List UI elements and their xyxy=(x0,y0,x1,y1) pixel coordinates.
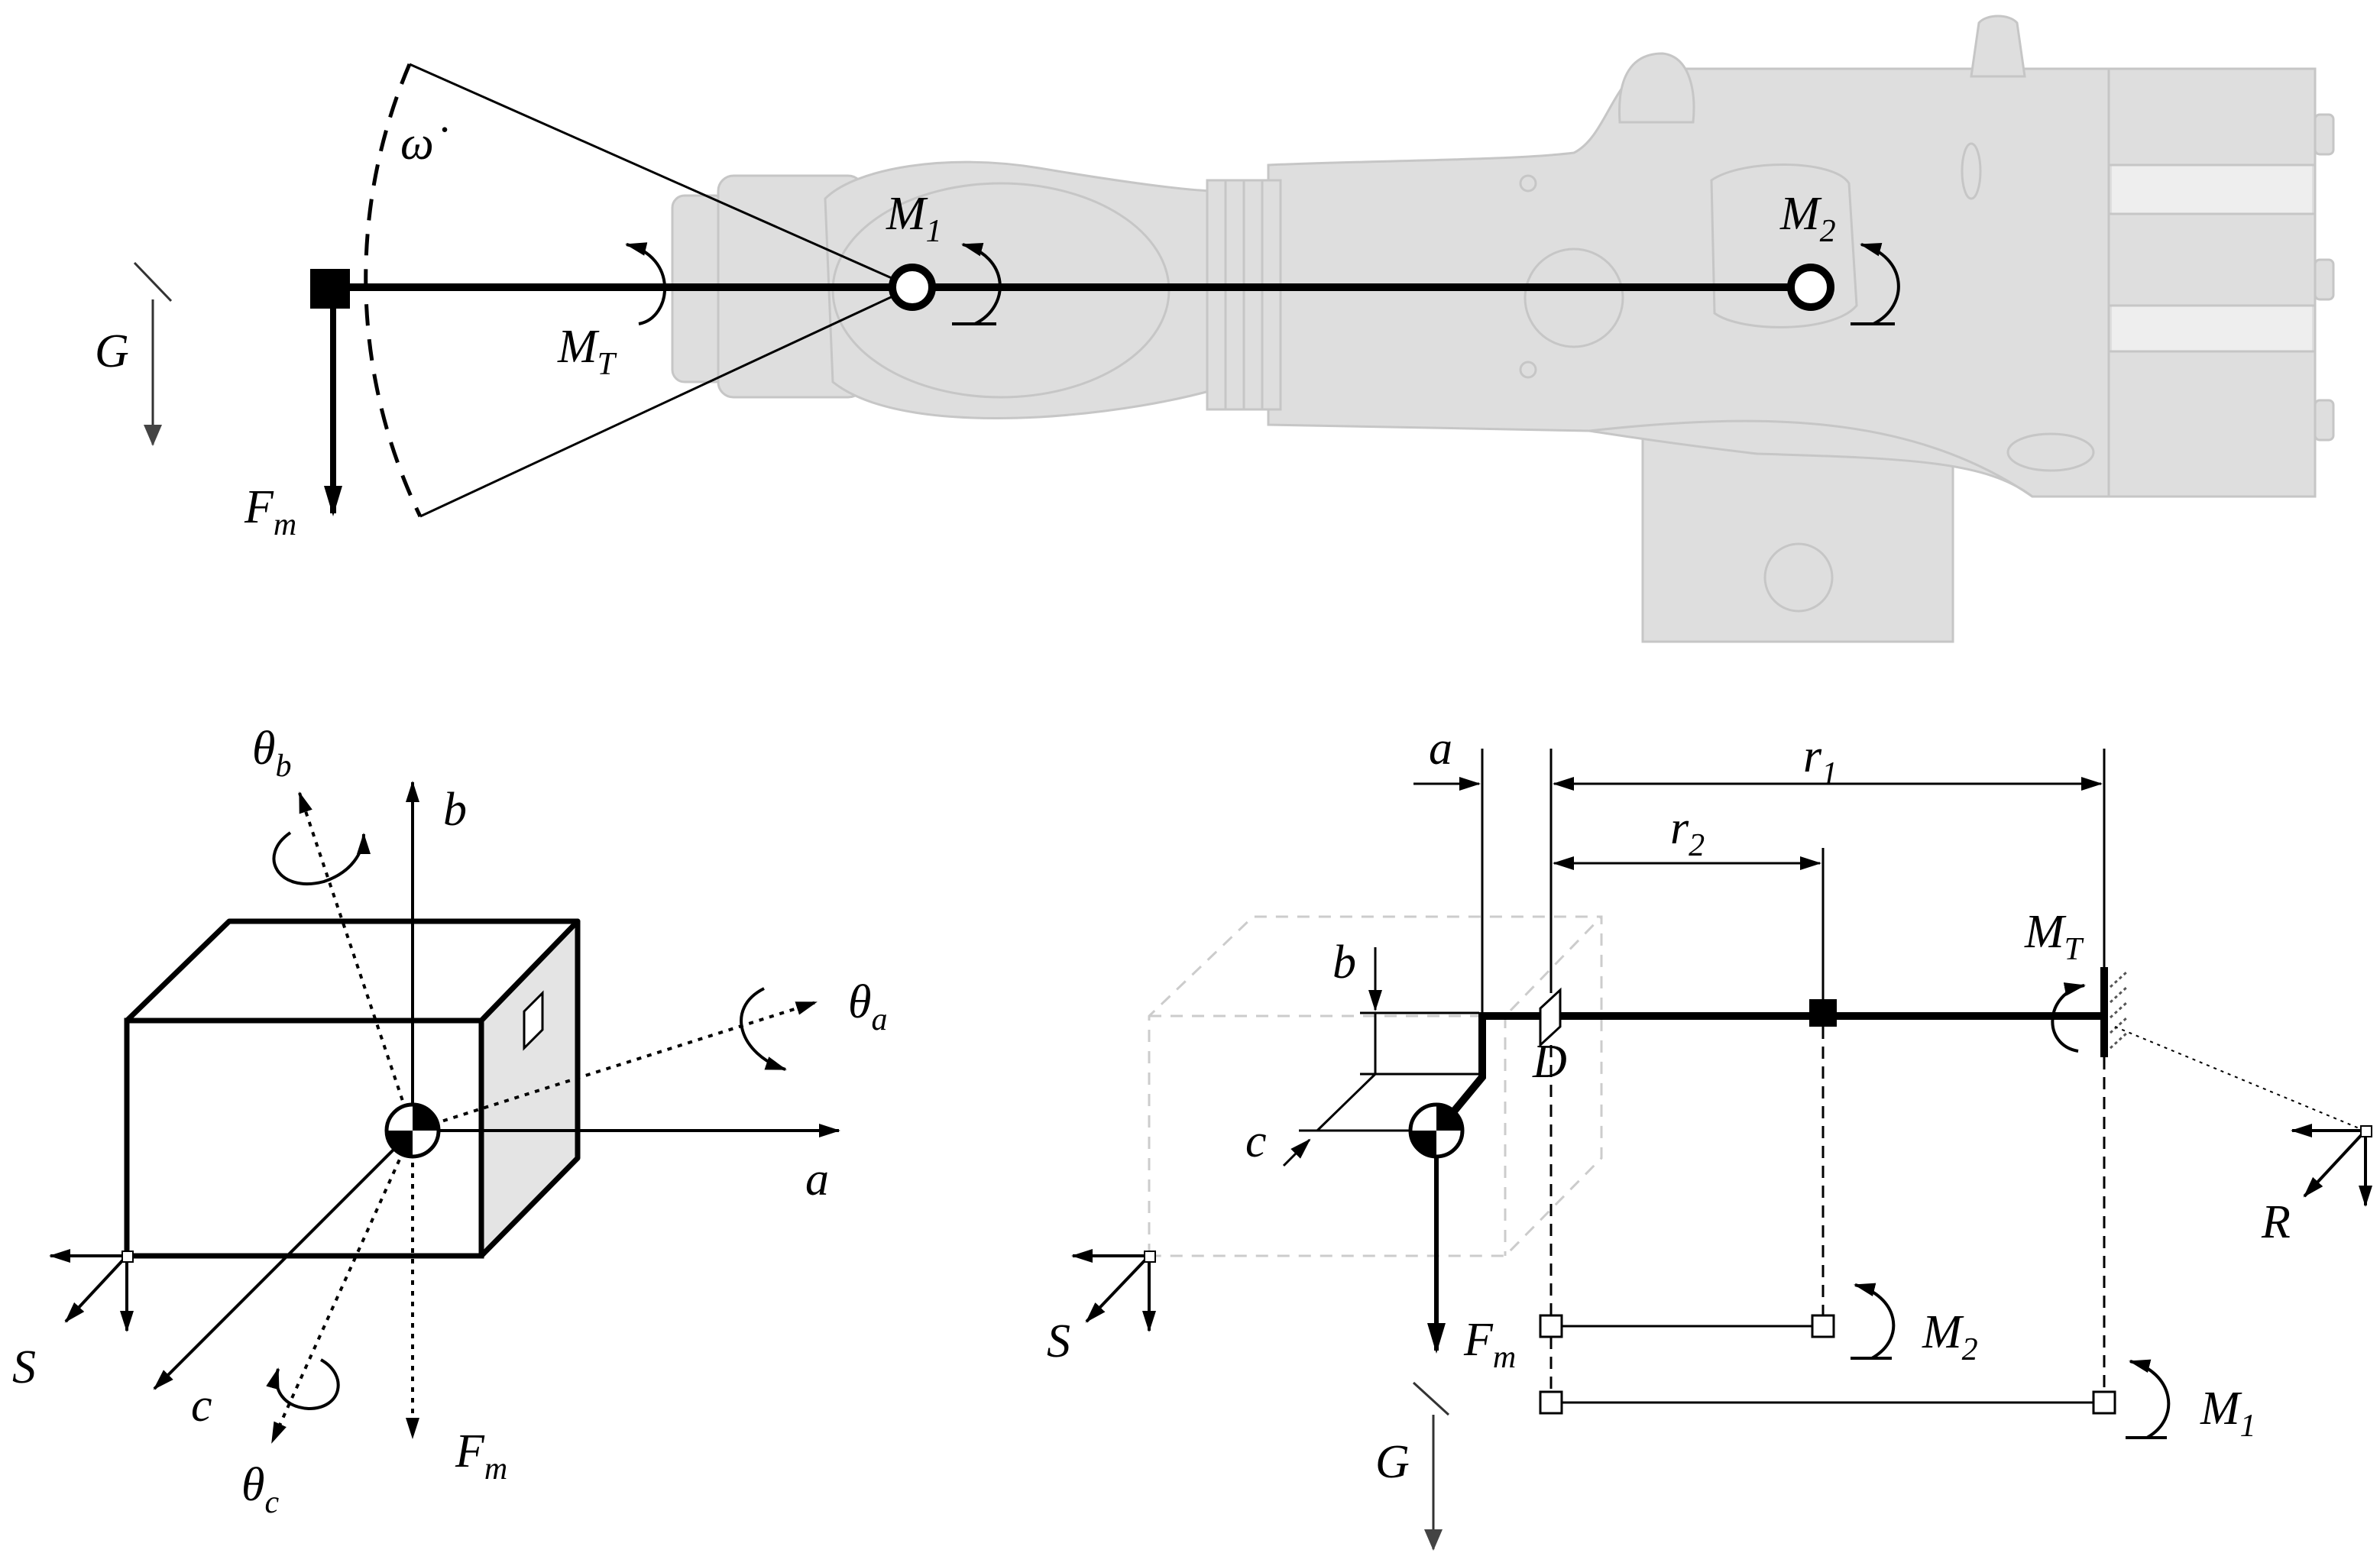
arm-fin-band-1 xyxy=(2112,165,2312,214)
arm-end-block xyxy=(2107,67,2317,498)
label-m1: M1 xyxy=(2200,1383,2256,1444)
bottom-left-panel: θb b θa a c θc Fm S xyxy=(12,723,887,1520)
beam-path xyxy=(1443,1012,2101,1124)
moment-mt-arrow-icon xyxy=(2051,982,2086,1053)
joint-m2-circle xyxy=(1787,264,1834,311)
moment-m2-arrow-icon xyxy=(1851,243,1900,325)
gravity-arrow-icon xyxy=(1412,1381,1450,1551)
box-side-marker xyxy=(523,990,544,1051)
arm-body-circle xyxy=(1524,248,1624,348)
wall-hatching xyxy=(2109,970,2129,1050)
label-theta-c: θc xyxy=(241,1459,279,1520)
dimension-c-diagonal xyxy=(1316,1073,1377,1132)
bottom-right-panel: a r1 r2 b MT D c Fm M2 M1 G S R xyxy=(1047,723,2372,1551)
label-fm: Fm xyxy=(455,1425,507,1487)
end-mass-square xyxy=(310,269,350,309)
arm-top-lump-right xyxy=(1970,15,2026,78)
center-of-mass-icon xyxy=(1408,1102,1465,1159)
label-g: G xyxy=(1375,1436,1410,1488)
moment-m2-arrow-icon xyxy=(1851,1283,1896,1360)
column-circle xyxy=(1763,542,1834,613)
label-mt: MT xyxy=(557,321,617,382)
point-mass-square xyxy=(1809,999,1837,1027)
swing-arc-dashed xyxy=(364,63,423,518)
label-r: R xyxy=(2261,1196,2291,1248)
label-g: G xyxy=(95,325,129,377)
projection-dashed-lines xyxy=(1549,1027,2106,1392)
label-mt: MT xyxy=(2024,906,2084,967)
label-a: a xyxy=(805,1153,829,1205)
label-m1: M1 xyxy=(886,188,942,249)
label-theta-b: θb xyxy=(252,723,291,784)
frame-r-icon xyxy=(2114,1026,2372,1207)
top-panel: ω̇ M1 M2 MT Fm G xyxy=(95,15,2335,643)
moment-m1-arrow-icon xyxy=(2126,1359,2171,1439)
label-a: a xyxy=(1429,723,1452,775)
label-s: S xyxy=(12,1341,36,1393)
arm-body-slot xyxy=(2006,432,2095,472)
label-c: c xyxy=(1245,1115,1267,1167)
node-square xyxy=(2092,1390,2116,1415)
swing-ray-lower xyxy=(419,286,913,518)
arm-top-lump-left xyxy=(1617,52,1695,124)
label-fm: Fm xyxy=(1463,1314,1516,1375)
rigid-box xyxy=(124,918,581,1259)
label-b: b xyxy=(1332,937,1356,988)
ghost-box-dashed xyxy=(1148,915,1603,1257)
moment-m1-arrow-icon xyxy=(952,243,1002,325)
label-d: D xyxy=(1532,1036,1567,1088)
axis-c-arrow xyxy=(153,1129,414,1390)
moment-mt-arrow-icon xyxy=(625,242,666,325)
arm-body-crease xyxy=(1588,419,2033,498)
label-s: S xyxy=(1047,1315,1070,1367)
center-of-mass-icon xyxy=(384,1102,441,1159)
arm-body-dot xyxy=(1519,361,1537,379)
label-r2: r2 xyxy=(1670,802,1705,863)
robot-arm-background xyxy=(671,15,2335,643)
arm-motor-plate xyxy=(1710,163,1858,328)
label-fm: Fm xyxy=(244,481,296,542)
label-r1: r1 xyxy=(1803,730,1838,791)
label-omega-dot: ω̇ xyxy=(400,118,448,170)
arm-main-body xyxy=(1267,67,2110,498)
arm-knob xyxy=(2314,258,2335,301)
arm-body-slot xyxy=(1961,142,1982,200)
swing-ray-upper xyxy=(409,63,913,289)
rotation-theta-b-arrow-icon xyxy=(272,831,371,886)
node-square xyxy=(1811,1314,1835,1338)
axis-theta-c-dotted xyxy=(270,1130,414,1444)
arm-knob xyxy=(2314,113,2335,156)
dimension-c-arrow xyxy=(1282,1138,1311,1167)
rotation-theta-c-arrow-icon xyxy=(266,1358,340,1411)
gravity-arrow-icon xyxy=(133,261,173,446)
label-theta-a: θa xyxy=(848,976,887,1037)
arm-body-dot xyxy=(1519,174,1537,193)
node-square xyxy=(1539,1314,1563,1338)
arm-fin-band-2 xyxy=(2112,306,2312,351)
label-b: b xyxy=(443,784,467,836)
frame-s-icon xyxy=(1071,1249,1156,1332)
joint-m1-circle xyxy=(889,264,936,311)
arm-knob xyxy=(2314,399,2335,442)
label-m2: M2 xyxy=(1922,1306,1978,1367)
label-c: c xyxy=(191,1380,212,1432)
rotation-theta-a-arrow-icon xyxy=(740,987,787,1071)
node-square xyxy=(1539,1390,1563,1415)
label-m2: M2 xyxy=(1779,188,1836,249)
frame-s-icon xyxy=(49,1249,134,1332)
section-d-marker xyxy=(1539,987,1562,1048)
